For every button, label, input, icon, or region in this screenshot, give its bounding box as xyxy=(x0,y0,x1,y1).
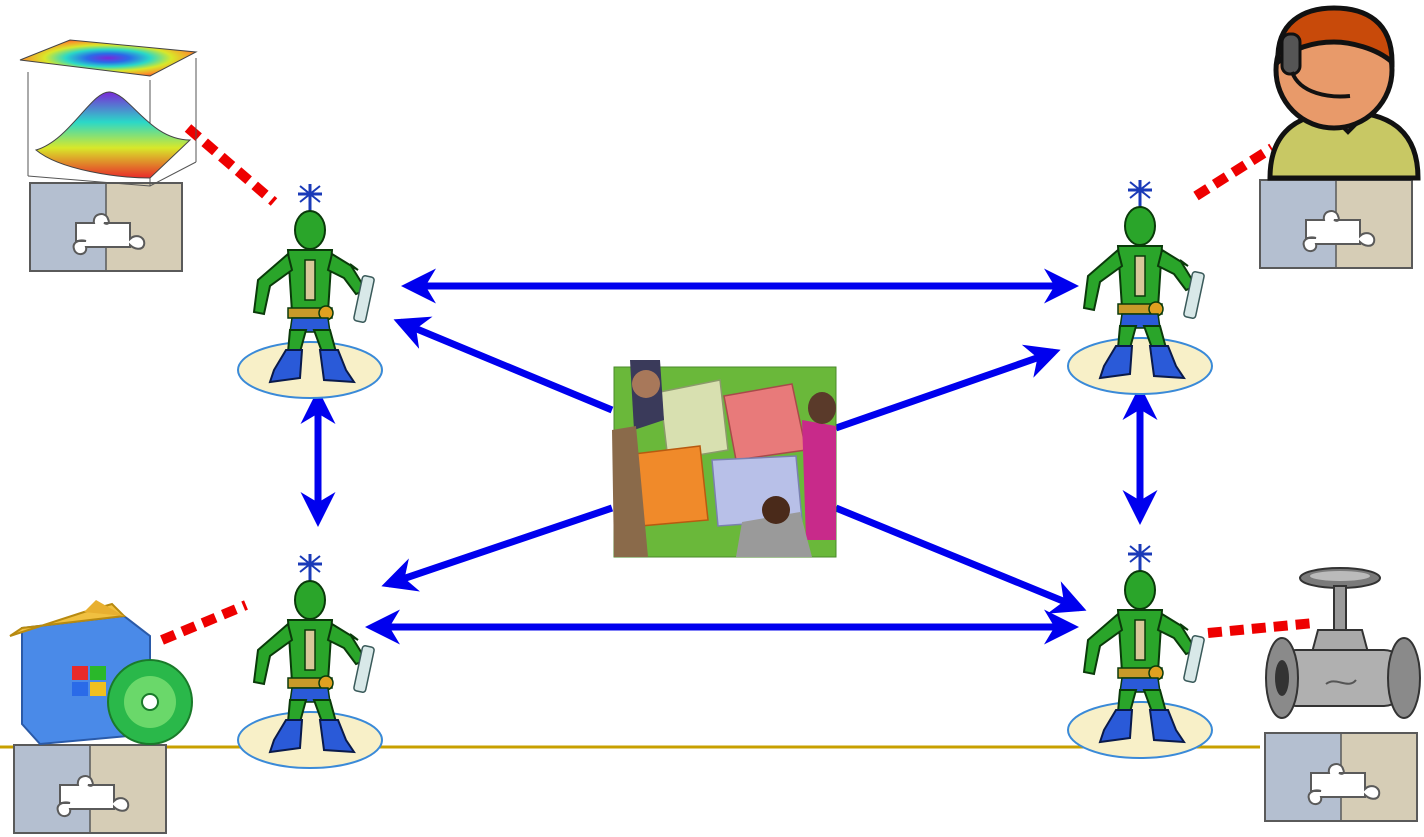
industrial-valve-icon xyxy=(1265,567,1421,719)
communication-arrows xyxy=(300,268,1158,645)
agent-top-left xyxy=(236,182,384,400)
headset-user-icon xyxy=(1267,5,1421,181)
puzzle-adapter-top-right xyxy=(1259,179,1413,269)
link-top-right xyxy=(1193,143,1275,201)
puzzle-adapter-bottom-right xyxy=(1264,732,1418,822)
arrow-center-to-bottom-left xyxy=(381,504,614,592)
agent-bottom-left xyxy=(236,552,384,770)
3d-surface-plot-icon xyxy=(19,39,198,187)
team-puzzle-icon xyxy=(612,360,837,558)
link-bottom-right xyxy=(1207,618,1315,638)
software-box-cd-icon xyxy=(9,600,193,746)
link-top-left xyxy=(184,124,278,206)
agent-top-right xyxy=(1066,178,1214,396)
arrow-center-to-top-left xyxy=(393,316,614,414)
puzzle-adapter-top-left xyxy=(29,182,183,272)
puzzle-adapter-bottom-left xyxy=(13,744,167,834)
resource-links xyxy=(160,124,1315,645)
agent-bottom-right xyxy=(1066,542,1214,760)
link-bottom-left xyxy=(160,600,248,645)
arrow-center-to-top-right xyxy=(834,344,1061,432)
arrow-center-to-bottom-right xyxy=(834,504,1087,614)
